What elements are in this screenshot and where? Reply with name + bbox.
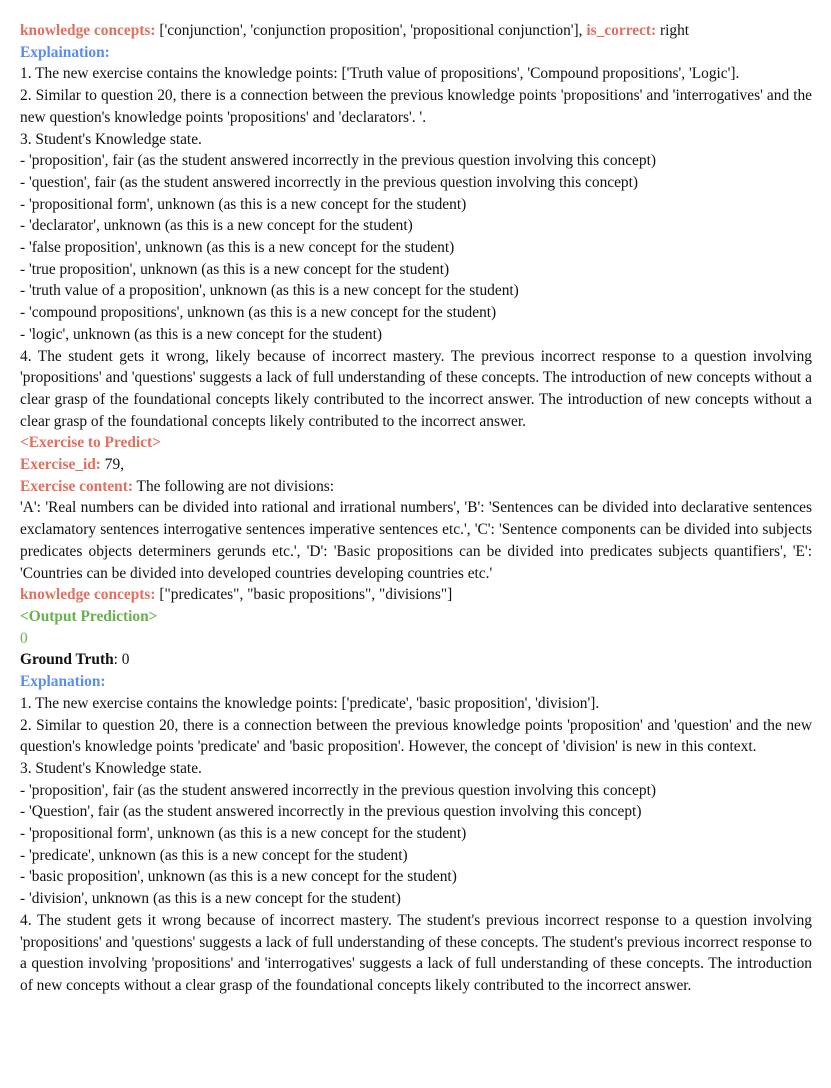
exercise-to-predict-heading: <Exercise to Predict>	[20, 434, 161, 452]
explanation-2-point-3: 3. Student's Knowledge state.	[20, 759, 202, 777]
exercise-content-value: The following are not divisions:	[132, 477, 335, 495]
explanation-2-heading: Explanation:	[20, 673, 106, 691]
knowledge-state-item: - 'basic proposition', unknown (as this …	[20, 868, 457, 886]
kc-value: ['conjunction', 'conjunction proposition…	[155, 22, 587, 39]
knowledge-state-item: - 'proposition', fair (as the student an…	[20, 781, 656, 799]
knowledge-state-item: - 'propositional form', unknown (as this…	[20, 825, 467, 843]
knowledge-state-item: - 'division', unknown (as this is a new …	[20, 890, 401, 908]
knowledge-state-item: - 'true proposition', unknown (as this i…	[20, 260, 450, 278]
knowledge-state-item: - 'truth value of a proposition', unknow…	[20, 282, 519, 300]
explanation-1-point-2: 2. Similar to question 20, there is a co…	[20, 87, 812, 126]
exercise-content-line: Exercise content: The following are not …	[20, 476, 812, 498]
exercise-id-label: Exercise_id:	[20, 456, 101, 474]
document-page: knowledge concepts: ['conjunction', 'con…	[20, 20, 812, 997]
exercise-kc-label: knowledge concepts:	[20, 586, 156, 604]
ground-truth-label: Ground Truth	[20, 651, 114, 669]
exercise-id-line: Exercise_id: 79,	[20, 454, 812, 476]
explanation-1-point-1: 1. The new exercise contains the knowled…	[20, 65, 740, 83]
explanation-2-point-4: 4. The student gets it wrong because of …	[20, 911, 812, 994]
is-correct-value: right	[656, 22, 690, 39]
explanation-2-point-2: 2. Similar to question 20, there is a co…	[20, 716, 812, 756]
knowledge-state-item: - 'proposition', fair (as the student an…	[20, 152, 656, 170]
explanation-1-point-3: 3. Student's Knowledge state.	[20, 130, 202, 148]
explanation-1-point-4: 4. The student gets it wrong, likely bec…	[20, 347, 812, 430]
explanation-2-point-1: 1. The new exercise contains the knowled…	[20, 694, 600, 712]
output-prediction-value: 0	[20, 629, 28, 647]
knowledge-state-item: - 'question', fair (as the student answe…	[20, 173, 639, 191]
ground-truth-line: Ground Truth: 0	[20, 649, 812, 671]
knowledge-state-item: - 'propositional form', unknown (as this…	[20, 195, 467, 213]
knowledge-state-item: - 'false proposition', unknown (as this …	[20, 239, 455, 257]
knowledge-state-item: - 'Question', fair (as the student answe…	[20, 803, 642, 821]
exercise-options: 'A': 'Real numbers can be divided into r…	[20, 499, 812, 582]
exercise-kc-value: ["predicates", "basic propositions", "di…	[155, 586, 453, 604]
knowledge-state-item: - 'predicate', unknown (as this is a new…	[20, 846, 408, 864]
exercise-id-value: 79,	[100, 456, 125, 474]
knowledge-state-item: - 'declarator', unknown (as this is a ne…	[20, 217, 413, 235]
ground-truth-value: : 0	[113, 651, 130, 669]
top-knowledge-concepts-line: knowledge concepts: ['conjunction', 'con…	[20, 20, 812, 42]
exercise-content-label: Exercise content:	[20, 477, 133, 495]
explanation-1-heading: Explaination:	[20, 43, 110, 61]
is-correct-label: is_correct:	[586, 22, 657, 39]
output-prediction-heading: <Output Prediction>	[20, 607, 158, 625]
knowledge-state-item: - 'compound propositions', unknown (as t…	[20, 304, 497, 322]
knowledge-state-item: - 'logic', unknown (as this is a new con…	[20, 325, 383, 343]
exercise-knowledge-concepts-line: knowledge concepts: ["predicates", "basi…	[20, 584, 812, 606]
kc-label: knowledge concepts:	[20, 22, 156, 39]
